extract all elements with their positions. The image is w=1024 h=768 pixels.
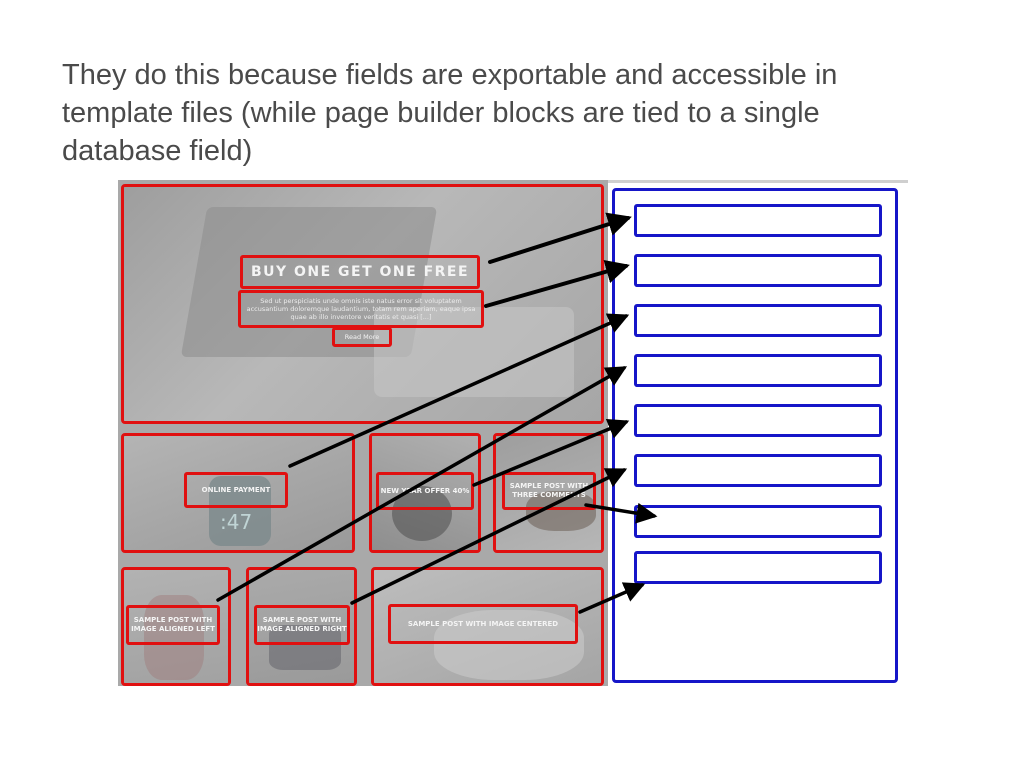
arrow-image-centered bbox=[580, 585, 642, 612]
arrow-hero-description bbox=[486, 266, 626, 306]
arrow-new-year-offer bbox=[474, 422, 626, 485]
mapping-arrows bbox=[118, 180, 908, 686]
arrow-hero-title bbox=[490, 218, 628, 262]
arrow-image-right bbox=[352, 470, 624, 603]
arrow-three-comments bbox=[586, 505, 654, 516]
arrow-image-left bbox=[218, 368, 624, 600]
page-builder-diagram: BUY ONE GET ONE FREE Sed ut perspiciatis… bbox=[118, 180, 908, 686]
slide-title: They do this because fields are exportab… bbox=[62, 56, 942, 170]
